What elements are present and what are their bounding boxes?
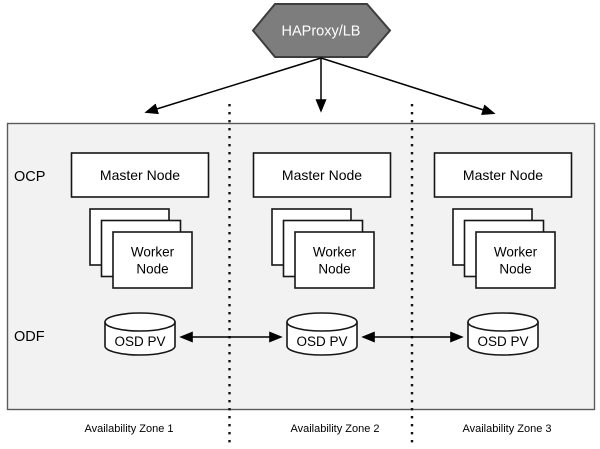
worker-node-stack-front [475, 231, 556, 289]
zone-label-3: Availability Zone 3 [462, 423, 551, 435]
osd-pv-cylinder-top [467, 312, 539, 332]
master-node-label: Master Node [100, 167, 180, 183]
worker-node-label-line2: Node [136, 262, 168, 277]
osd-pv-label: OSD PV [477, 334, 528, 349]
worker-node-label-line1: Worker [494, 245, 538, 260]
zone-label-1: Availability Zone 1 [84, 423, 173, 435]
worker-node-label-line1: Worker [131, 245, 175, 260]
osd-pv-label: OSD PV [296, 334, 347, 349]
master-node-box [433, 152, 573, 198]
ocp-label: OCP [14, 169, 45, 185]
haproxy-hexagon [251, 3, 392, 58]
worker-node-stack-front [294, 231, 375, 289]
master-node-box [70, 152, 210, 198]
worker-node-stack-front [112, 231, 193, 289]
zone-1: Master Node Worker Node OSD PV [70, 152, 210, 356]
odf-label: ODF [14, 329, 45, 345]
osd-pv-cylinder-top [286, 312, 358, 332]
worker-node-label-line2: Node [499, 262, 531, 277]
master-node-label: Master Node [282, 167, 362, 183]
zone-3: Master Node Worker Node OSD PV [433, 152, 573, 356]
zone-label-2: Availability Zone 2 [290, 423, 379, 435]
lb-arrow-zone1 [144, 57, 322, 115]
master-node-label: Master Node [463, 167, 543, 183]
worker-node-label-line2: Node [318, 262, 350, 277]
osd-pv-label: OSD PV [114, 334, 165, 349]
master-node-box [252, 152, 392, 198]
lb-arrow-zone3 [320, 57, 496, 115]
worker-node-label-line1: Worker [313, 245, 357, 260]
haproxy-label: HAProxy/LB [282, 24, 361, 40]
osd-pv-cylinder-top [104, 312, 176, 332]
zone-2: Master Node Worker Node OSD PV [252, 152, 392, 356]
